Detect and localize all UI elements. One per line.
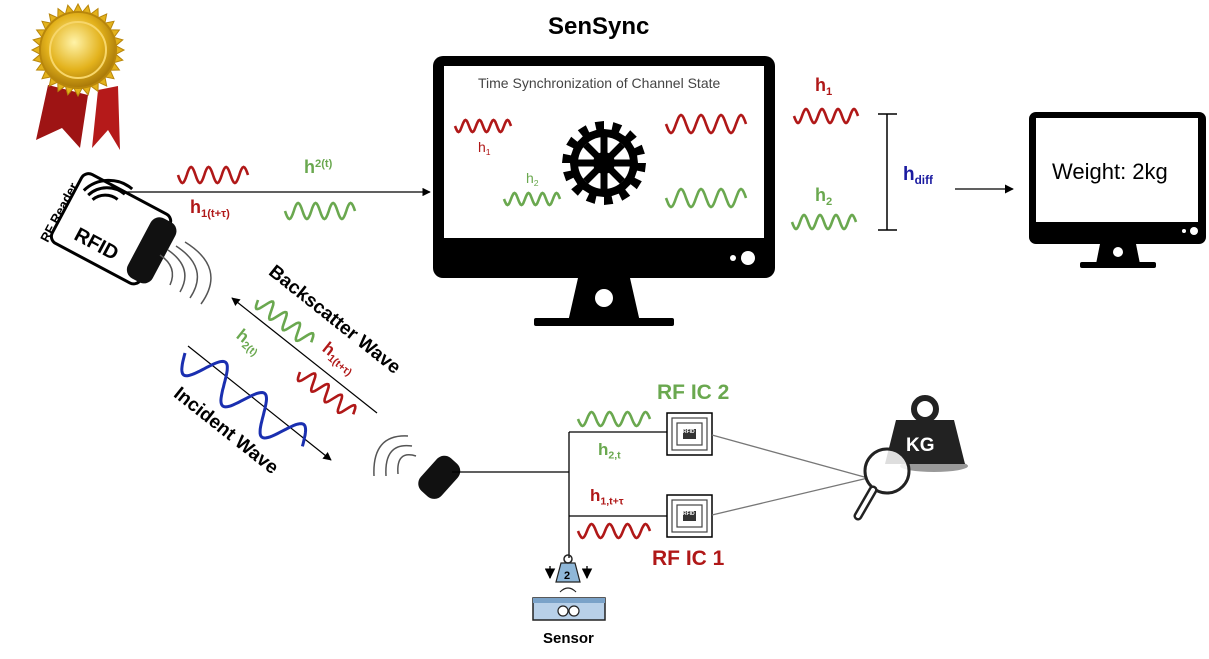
right-h1-label: h1 <box>815 75 833 98</box>
rf-ic2-tag-icon <box>666 412 713 456</box>
right-h1-wave <box>792 107 860 125</box>
ic1-wave <box>576 522 652 540</box>
sensor-label: Sensor <box>543 630 594 647</box>
rf-reader-icon <box>49 172 177 286</box>
right-h2-label: h2 <box>815 185 833 208</box>
ic2-wave <box>576 410 652 428</box>
tag-antenna-icon <box>373 435 461 499</box>
monitor-heading: Time Synchronization of Channel State <box>478 75 721 91</box>
right-h2-wave <box>790 213 858 231</box>
monitor-h2-label: h2 <box>526 170 539 189</box>
hdiff-bracket <box>878 113 897 231</box>
monitor-h2-wave <box>502 191 562 207</box>
h2t-label: h2,t <box>598 440 621 462</box>
hdiff-label: hdiff <box>903 164 933 188</box>
incident-arrow <box>187 345 332 461</box>
kg-weight-label: KG <box>906 435 935 456</box>
top-h1-wave <box>176 165 250 185</box>
kg-weight-icon <box>885 395 968 472</box>
monitor-h1-large-wave <box>664 113 748 135</box>
top-h2-label: h2(t) <box>304 157 333 177</box>
ic1-chip-text: RFID <box>683 511 695 517</box>
rf-ic2-label: RF IC 2 <box>657 381 730 404</box>
backscatter-h1-wave <box>296 371 357 415</box>
reader-signal-icon <box>159 241 212 305</box>
top-h2-wave <box>283 201 357 221</box>
weight-monitor-icon <box>1029 112 1206 268</box>
channel-waves <box>176 107 860 540</box>
top-h1-label: h1(t+τ) <box>190 197 230 220</box>
backscatter-arrow <box>231 297 378 414</box>
tag-to-magnifier-lines <box>711 434 869 516</box>
ic2-chip-text: RFID <box>683 429 695 435</box>
gear-icon <box>562 121 646 205</box>
sensor-icon <box>532 554 606 621</box>
monitor-h1-label: h1 <box>478 139 491 158</box>
diagram-title: SenSync <box>548 13 650 40</box>
incident-wave <box>180 352 308 447</box>
rf-ic1-label: RF IC 1 <box>652 547 725 570</box>
monitor-h1-wave <box>453 118 513 134</box>
weight-readout: Weight: 2kg <box>1052 159 1168 184</box>
award-ribbon-icon <box>30 2 126 150</box>
rf-ic1-tag-icon <box>666 494 713 538</box>
tag-wiring <box>452 431 667 558</box>
monitor-h2-large-wave <box>664 187 748 209</box>
magnifier-icon <box>853 447 911 521</box>
sensor-badge-text: 2 <box>564 570 570 582</box>
backscatter-h2-wave <box>254 299 315 343</box>
h1t-label: h1,t+τ <box>590 486 624 508</box>
